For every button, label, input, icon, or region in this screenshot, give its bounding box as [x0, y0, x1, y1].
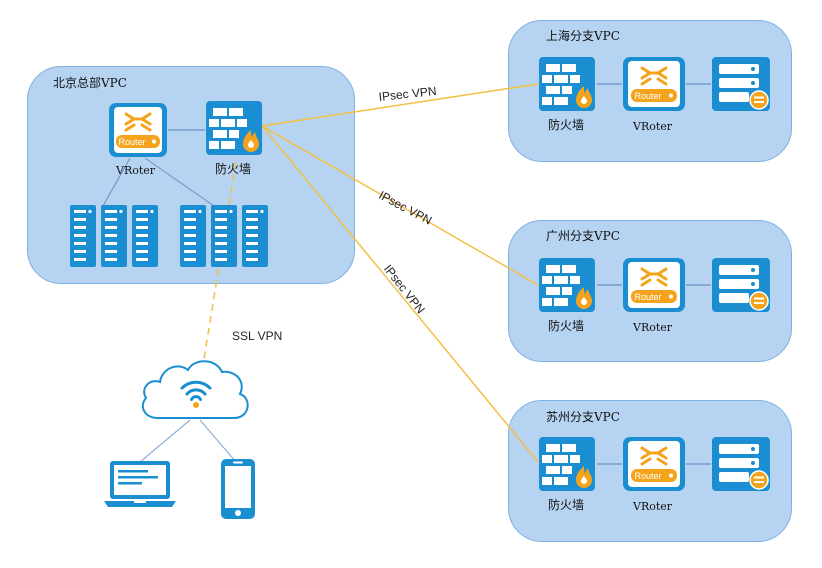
vpc-title-beijing: 北京总部VPC: [53, 76, 127, 90]
router-icon: Router: [622, 257, 686, 313]
firewall-icon: [538, 56, 596, 112]
router-label-beijing: VRoter: [116, 164, 156, 177]
router-badge: Router: [118, 137, 145, 147]
server-icon: [711, 257, 771, 313]
router-badge: Router: [634, 91, 661, 101]
ipsec-line-guangzhou: [261, 125, 539, 286]
link-router-servers-right: [144, 157, 215, 207]
ipsec-line-suzhou: [261, 125, 539, 463]
vpc-title-guangzhou: 广州分支VPC: [546, 229, 620, 243]
vpc-title-suzhou: 苏州分支VPC: [546, 410, 620, 424]
ssl-vpn-label: SSL VPN: [232, 329, 283, 343]
firewall-label-beijing: 防火墙: [215, 162, 252, 176]
link-cloud-phone: [199, 419, 237, 463]
firewall-icon: [538, 436, 596, 492]
router-label-guangzhou: VRoter: [633, 321, 673, 334]
server-icon: [711, 56, 771, 112]
phone-icon: [220, 458, 256, 520]
router-badge: Router: [634, 471, 661, 481]
ipsec-line-shanghai: [261, 83, 539, 127]
router-icon: Router: [622, 56, 686, 112]
server-rack-icon: [70, 205, 158, 267]
firewall-icon: [205, 100, 263, 156]
firewall-icon: [538, 257, 596, 313]
wifi-cloud-icon: [136, 352, 256, 424]
router-icon: Router: [108, 102, 168, 158]
firewall-label-suzhou: 防火墙: [548, 498, 585, 512]
firewall-label-guangzhou: 防火墙: [548, 319, 585, 333]
router-icon: Router: [622, 436, 686, 492]
router-label-shanghai: VRoter: [633, 120, 673, 133]
link-cloud-laptop: [139, 419, 191, 463]
router-label-suzhou: VRoter: [633, 500, 673, 513]
server-icon: [711, 436, 771, 492]
firewall-label-shanghai: 防火墙: [548, 118, 585, 132]
server-rack-icon: [180, 205, 268, 267]
laptop-icon: [104, 460, 176, 508]
router-badge: Router: [634, 292, 661, 302]
vpc-title-shanghai: 上海分支VPC: [546, 29, 620, 43]
link-router-servers-left: [102, 157, 131, 207]
